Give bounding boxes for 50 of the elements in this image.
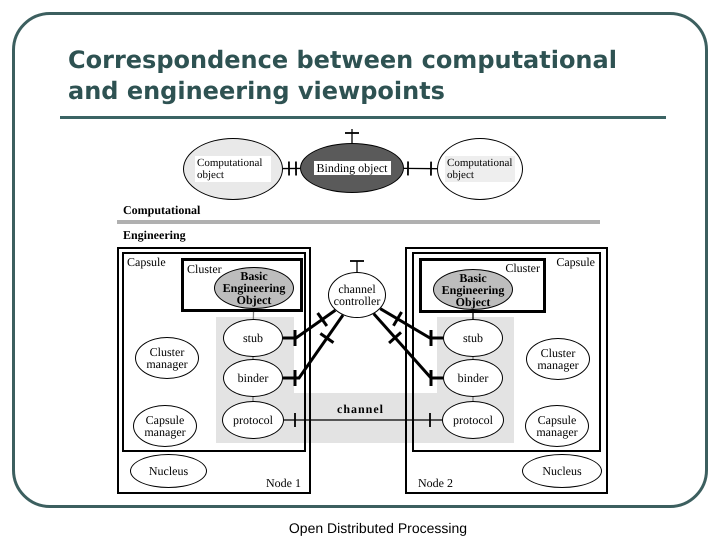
node-label: Binding object	[314, 161, 390, 175]
capsule-frame	[122, 252, 306, 452]
frame-label: Cluster	[505, 261, 540, 275]
node-label: Computational object	[195, 156, 271, 182]
interface-stub	[349, 260, 365, 272]
connector	[472, 397, 474, 401]
cluster-frame	[181, 258, 303, 312]
frame-label: Capsule	[556, 255, 595, 269]
frame-label: Capsule	[127, 255, 166, 269]
node-label: Nucleus	[148, 465, 188, 477]
node-label: Computational object	[445, 156, 515, 182]
connector	[252, 357, 254, 359]
interface-stub	[344, 129, 360, 143]
node-label: protocol	[453, 414, 493, 426]
section-label: Engineering	[123, 228, 186, 243]
capsule-frame	[412, 252, 601, 452]
node-frame	[405, 247, 608, 494]
footer-text: Open Distributed Processing	[288, 520, 468, 536]
section-label: Computational	[123, 203, 200, 218]
connector	[284, 412, 442, 428]
node-label: stub	[462, 332, 483, 344]
frame-label: Node 1	[266, 476, 301, 490]
node-frame	[117, 247, 311, 494]
node-label: Nucleus	[542, 465, 582, 477]
node-label: Capsule manager	[535, 414, 579, 438]
frame-label: Node 2	[418, 476, 453, 490]
node-label: stub	[242, 332, 263, 344]
connector	[472, 310, 474, 319]
connector	[404, 160, 437, 177]
node-label: channel controller	[332, 283, 382, 307]
connector	[372, 312, 443, 388]
node-label: Cluster manager	[145, 346, 189, 370]
connector	[283, 314, 344, 388]
connector	[472, 357, 474, 359]
connector	[283, 160, 300, 176]
node-label: binder	[238, 372, 268, 384]
node-label: Basic Engineering Object	[440, 272, 506, 308]
node-label: protocol	[233, 414, 273, 426]
node-label: Basic Engineering Object	[222, 270, 286, 306]
connector	[380, 307, 443, 348]
connector	[283, 309, 336, 348]
node-label: Capsule manager	[143, 414, 187, 438]
node-label: Cluster manager	[536, 347, 580, 371]
node-label: binder	[458, 372, 488, 384]
connector	[252, 397, 254, 401]
frame-label: Cluster	[187, 262, 222, 276]
slide-title: Correspondence between computational and engineering viewpoints	[68, 45, 618, 107]
ellipse-node	[328, 272, 386, 318]
cluster-frame	[419, 258, 546, 313]
band-label: channel	[337, 402, 384, 417]
